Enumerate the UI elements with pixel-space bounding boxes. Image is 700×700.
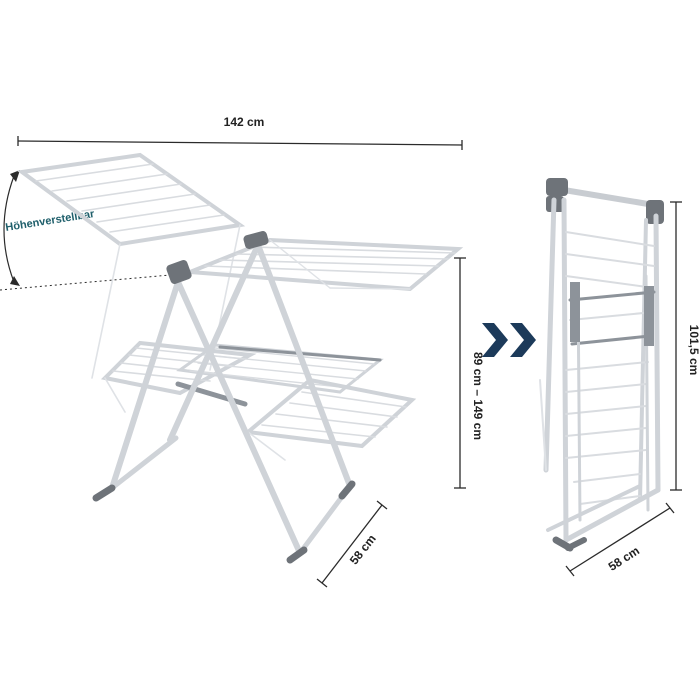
joints — [166, 231, 269, 285]
height-adjust-indicator: Höhenverstellbar — [0, 170, 171, 291]
top-wing — [16, 152, 246, 379]
legs — [92, 242, 356, 564]
width-dimension: 142 cm — [17, 115, 463, 150]
folded-depth-label: 58 cm — [606, 544, 642, 574]
height-adjust-label: Höhenverstellbar — [5, 208, 96, 234]
height-dimension: 89 cm – 149 cm — [454, 257, 485, 489]
open-dryer — [16, 152, 464, 564]
depth-label: 58 cm — [347, 532, 379, 567]
folded-height-label: 101,5 cm — [687, 325, 700, 376]
lower-right-wing — [243, 377, 417, 461]
top-right-wing — [189, 237, 464, 292]
width-label: 142 cm — [224, 115, 265, 129]
height-label: 89 cm – 149 cm — [471, 352, 485, 440]
folded-dryer — [539, 178, 664, 552]
double-chevron-right-icon — [482, 323, 536, 357]
folded-height-dimension: 101,5 cm — [670, 201, 700, 491]
